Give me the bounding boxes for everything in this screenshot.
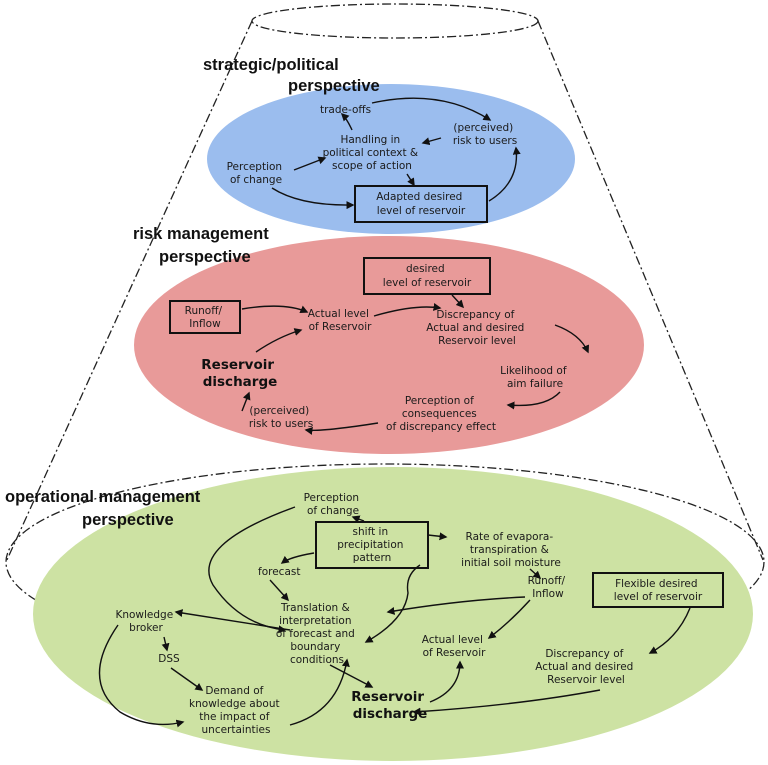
node-desired-level: desired level of reservoir	[383, 263, 472, 289]
node-evapotranspiration-rate: Rate of evapora- transpiration & initial…	[461, 531, 561, 569]
operational-heading: operational management	[5, 488, 201, 506]
strategic-nodes: trade-offs Handling in political context…	[227, 104, 517, 223]
node-demand-of-knowledge: Demand of knowledge about the impact of …	[189, 685, 283, 736]
node-reservoir-discharge-risk: Reservoir discharge	[201, 357, 278, 390]
node-flexible-desired-level: Flexible desired level of reservoir	[614, 578, 703, 603]
strategic-heading: strategic/political	[203, 56, 339, 74]
node-perceived-risk-strategic: (perceived) risk to users	[453, 122, 517, 147]
box-desired-level	[363, 257, 491, 295]
node-discrepancy-operational: Discrepancy of Actual and desired Reserv…	[535, 648, 636, 686]
node-adapted-desired-level: Adapted desired level of reservoir	[376, 191, 466, 217]
node-perception-change-strategic: Perception of change	[227, 161, 286, 186]
box-flexible-desired-level	[592, 572, 724, 608]
cone-top-ellipse	[251, 3, 539, 39]
node-perceived-risk-risk: (perceived) risk to users	[249, 405, 313, 430]
risk-nodes: desired level of reservoir Runoff/ Inflo…	[169, 257, 570, 433]
cone-bottom-ellipse	[5, 463, 765, 661]
box-runoff-inflow-risk	[169, 300, 241, 334]
node-reservoir-discharge-operational: Reservoir discharge	[351, 689, 428, 722]
node-perception-change-operational: Perception of change	[304, 492, 363, 517]
strategic-heading-line2: perspective	[288, 77, 380, 95]
node-forecast: forecast	[258, 566, 300, 578]
risk-heading-line2: perspective	[159, 248, 251, 266]
node-perception-consequences: Perception of consequences of discrepanc…	[386, 395, 496, 433]
risk-arrows	[241, 294, 590, 435]
node-discrepancy-risk: Discrepancy of Actual and desired Reserv…	[426, 309, 527, 347]
node-actual-level-operational: Actual level of Reservoir	[422, 634, 487, 659]
operational-arrows	[98, 506, 691, 728]
risk-heading: risk management	[133, 225, 269, 243]
box-adapted-desired-level	[354, 185, 488, 223]
strategic-arrows	[271, 97, 521, 210]
risk-perspective-ellipse	[134, 236, 644, 454]
cone-left-edge	[5, 20, 253, 563]
node-shift-precipitation: shift in precipitation pattern	[337, 526, 407, 564]
cone-outline	[5, 3, 765, 661]
node-knowledge-broker: Knowledge broker	[115, 609, 176, 634]
node-translation-interpretation: Translation & interpretation of forecast…	[276, 602, 358, 666]
strategic-perspective-ellipse	[207, 84, 575, 234]
node-likelihood-aim-failure: Likelihood of aim failure	[500, 365, 570, 390]
node-runoff-inflow-operational: Runoff/ Inflow	[528, 575, 569, 600]
node-runoff-inflow-risk: Runoff/ Inflow	[185, 305, 226, 330]
cone-right-edge	[537, 20, 764, 561]
node-actual-level-risk: Actual level of Reservoir	[308, 308, 373, 333]
box-shift-precipitation	[315, 521, 429, 569]
node-dss: DSS	[158, 653, 180, 665]
operational-nodes: Perception of change shift in precipitat…	[115, 492, 724, 736]
node-handling-political: Handling in political context & scope of…	[323, 134, 422, 172]
operational-heading-line2: perspective	[82, 511, 174, 529]
node-trade-offs: trade-offs	[320, 104, 371, 116]
